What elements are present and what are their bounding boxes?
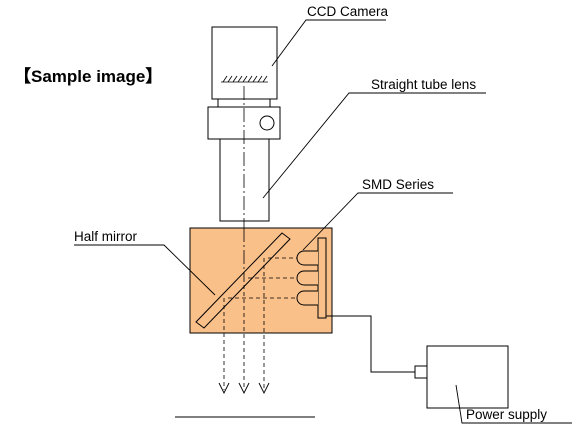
- half-mirror-label: Half mirror: [74, 229, 137, 244]
- sample-image-heading: 【Sample image】: [14, 67, 163, 86]
- straight-tube-lens-label: Straight tube lens: [371, 77, 477, 92]
- ccd-sensor-hatch: [221, 75, 268, 83]
- ccd-camera-body: [211, 26, 278, 100]
- straight-tube-lens-body: [219, 138, 270, 222]
- power-cable: [326, 315, 416, 373]
- led-bump-2: [296, 270, 318, 286]
- power-supply-connector: [414, 365, 428, 379]
- ray-arrowheads: [218, 382, 270, 395]
- smd-series-label: SMD Series: [362, 177, 435, 192]
- power-supply-box: [426, 345, 509, 409]
- leader-lines: [74, 19, 572, 424]
- coupling-screw: [259, 115, 275, 131]
- power-supply-label: Power supply: [466, 407, 548, 422]
- ccd-camera-label: CCD Camera: [307, 4, 389, 19]
- light-rays-horizontal: [228, 257, 297, 299]
- half-mirror-plate: [195, 232, 291, 329]
- light-rays-vertical: [223, 258, 265, 390]
- led-bump-1: [296, 250, 318, 266]
- led-panel: [317, 237, 327, 319]
- led-bump-3: [296, 290, 318, 306]
